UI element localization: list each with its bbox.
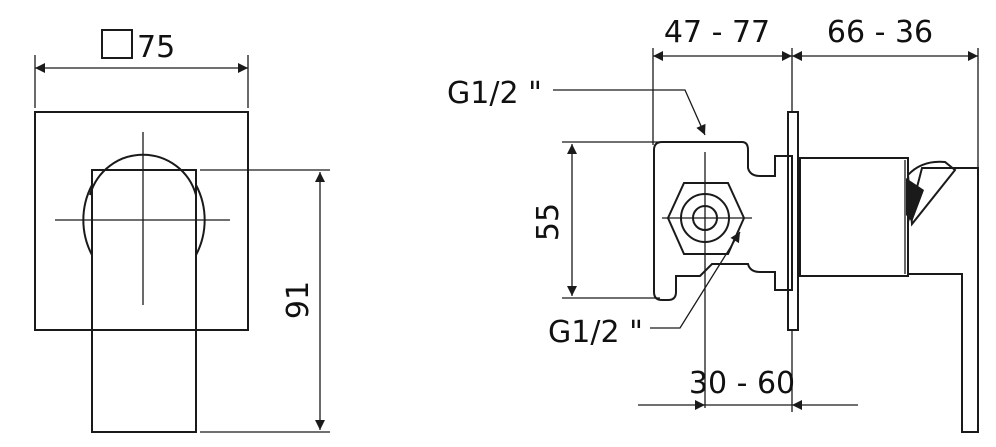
side-top-left-label: 47 - 77 (664, 15, 770, 50)
thread-bottom-label: G1/2 " (548, 315, 643, 350)
side-top-right-label: 66 - 36 (827, 15, 933, 50)
valve-body (653, 141, 793, 301)
side-cartridge-body (799, 157, 909, 277)
square-symbol-icon (101, 29, 133, 59)
front-height-label: 91 (281, 281, 316, 319)
thread-top-leader (553, 89, 706, 136)
front-handle-lever (91, 169, 197, 433)
front-view: 75 91 (34, 29, 330, 433)
front-width-label: 75 (137, 30, 175, 65)
side-view: 47 - 77 66 - 36 G1/2 " 55 G1/2 " (447, 15, 979, 433)
front-wall-plate (34, 111, 249, 331)
side-handle-lever (907, 167, 979, 433)
thread-top-label: G1/2 " (447, 76, 542, 111)
thread-bottom-leader (650, 231, 741, 329)
bottom-dimension-label: 30 - 60 (689, 366, 795, 401)
side-wall-plate (787, 111, 799, 331)
side-height-label: 55 (531, 203, 566, 241)
